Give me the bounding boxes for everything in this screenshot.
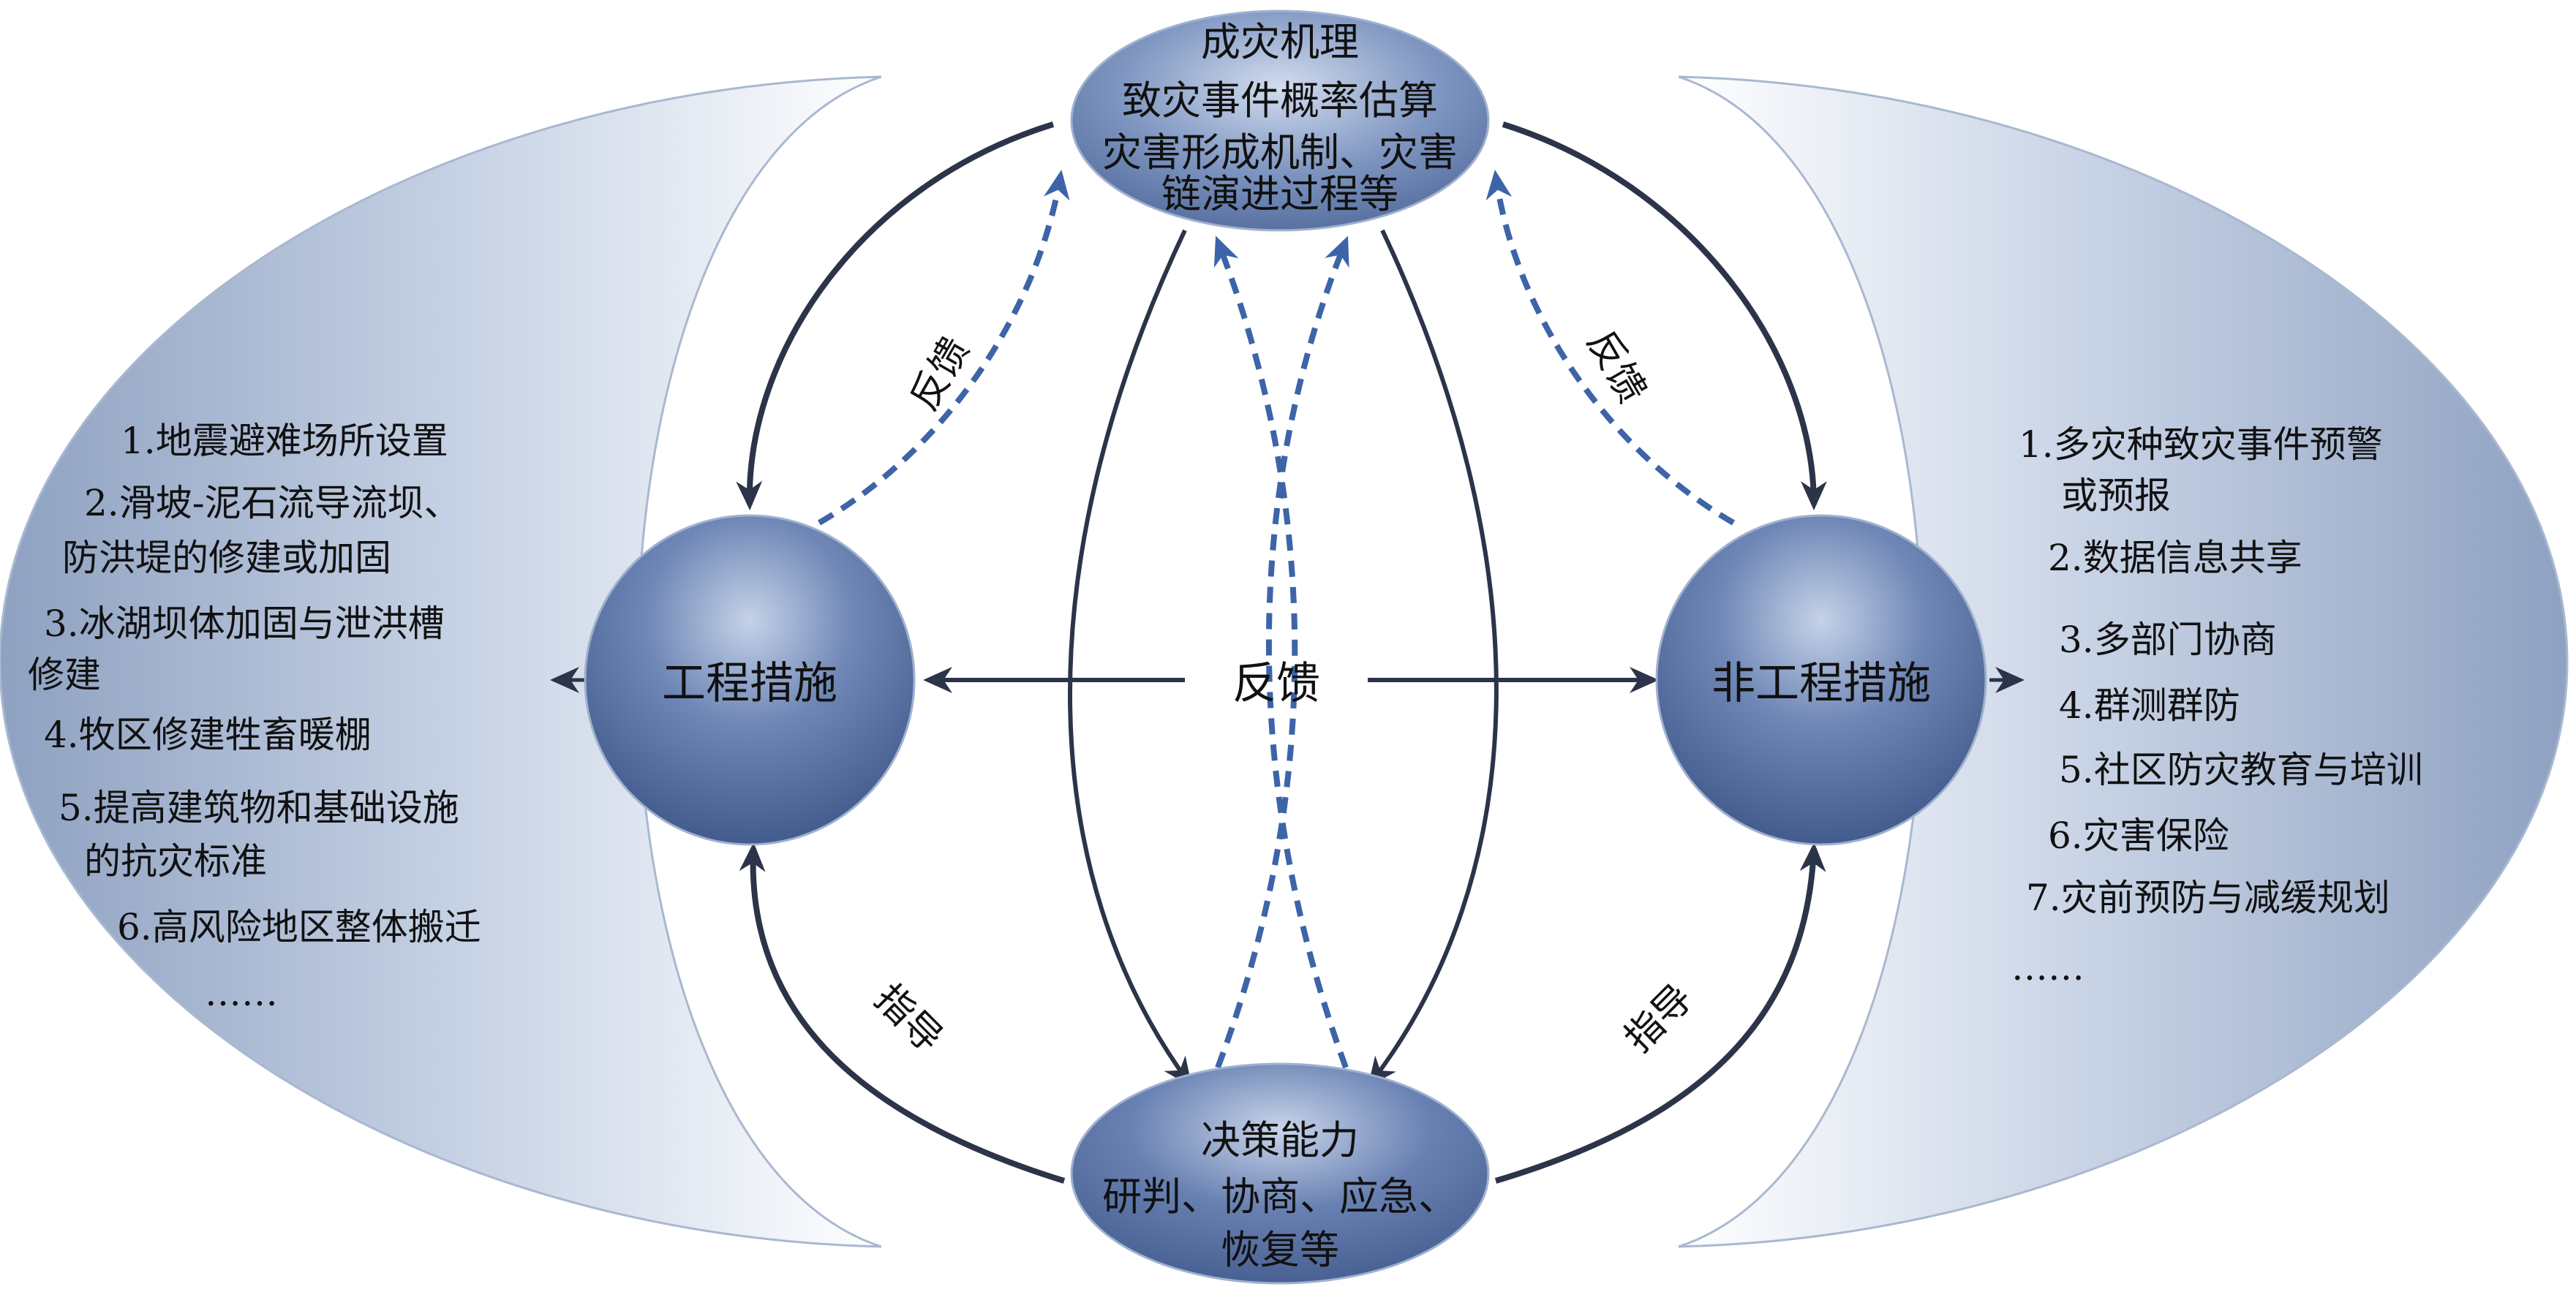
- arrow-bottom-to-right: [1494, 842, 1826, 1184]
- right-list-line-7: 6.灾害保险: [2048, 815, 2229, 857]
- right-list-line-5: 4.群测群防: [2059, 684, 2240, 727]
- left-node: [584, 514, 916, 846]
- right-list-line-9: ……: [2011, 946, 2084, 989]
- right-list-line-1: 1.多灾种致灾事件预警: [2019, 423, 2383, 466]
- right-list-line-4: 3.多部门协商: [2059, 619, 2277, 661]
- arrow-arc-right: [1368, 229, 1499, 1087]
- dashed-center-right: [1265, 235, 1349, 1069]
- left-list-line-3: 防洪堤的修建或加固: [62, 537, 391, 579]
- top-node-text: 成灾机理 致灾事件概率估算 灾害形成机制、灾害 链演进过程等: [1102, 19, 1458, 217]
- label-bottom-left-guide: 指导: [866, 976, 951, 1061]
- right-node-label: 非工程措施: [1711, 658, 1931, 709]
- bottom-node-line-3: 恢复等: [1221, 1227, 1339, 1273]
- right-list-line-3: 2.数据信息共享: [2048, 537, 2302, 579]
- left-list-line-1: 1.地震避难场所设置: [121, 420, 448, 462]
- label-bottom-right-guide: 指导: [1616, 976, 1701, 1061]
- right-list-line-2: 或预报: [2061, 475, 2171, 517]
- right-measure-list: 1.多灾种致灾事件预警 或预报 2.数据信息共享 3.多部门协商 4.群测群防 …: [2011, 423, 2423, 989]
- left-list-line-7: 5.提高建筑物和基础设施: [59, 787, 459, 829]
- left-node-label: 工程措施: [662, 658, 837, 709]
- bottom-node-line-1: 决策能力: [1201, 1117, 1359, 1163]
- bottom-node-line-2: 研判、协商、应急、: [1102, 1174, 1458, 1220]
- bottom-node-text: 决策能力 研判、协商、应急、 恢复等: [1102, 1117, 1458, 1273]
- right-node: [1655, 514, 1987, 846]
- right-list-line-6: 5.社区防灾教育与培训: [2059, 749, 2423, 791]
- left-list-line-6: 4.牧区修建牲畜暖棚: [44, 714, 372, 756]
- top-node-line-1: 成灾机理: [1201, 19, 1359, 65]
- left-list-line-8: 的抗灾标准: [84, 840, 267, 883]
- dashed-left-feedback: [817, 170, 1070, 526]
- bottom-node: [1070, 1062, 1490, 1285]
- center-feedback-label: 反馈: [1232, 658, 1320, 709]
- left-list-line-10: ……: [205, 972, 278, 1014]
- left-list-line-5: 修建: [28, 654, 101, 696]
- left-measure-list: 1.地震避难场所设置 2.滑坡-泥石流导流坝、 防洪堤的修建或加固 3.冰湖坝体…: [28, 420, 481, 1014]
- right-list-line-8: 7.灾前预防与减缓规划: [2026, 877, 2390, 919]
- arrow-top-to-right: [1502, 121, 1827, 510]
- left-list-line-4: 3.冰湖坝体加固与泄洪槽: [44, 602, 445, 645]
- top-node-line-4: 链演进过程等: [1161, 171, 1398, 217]
- left-list-line-2: 2.滑坡-泥石流导流坝、: [84, 482, 461, 524]
- arrow-top-to-left: [736, 121, 1055, 510]
- left-list-line-9: 6.高风险地区整体搬迁: [117, 906, 481, 948]
- label-top-left-feedback: 反馈: [902, 330, 978, 418]
- top-node-line-2: 致灾事件概率估算: [1122, 78, 1438, 124]
- dashed-right-feedback: [1485, 170, 1736, 526]
- dashed-center-left: [1213, 235, 1298, 1069]
- top-node-line-3: 灾害形成机制、灾害: [1102, 129, 1458, 175]
- arrow-bottom-to-left: [739, 842, 1066, 1184]
- arrow-arc-left: [1068, 229, 1192, 1087]
- top-node: [1070, 10, 1490, 232]
